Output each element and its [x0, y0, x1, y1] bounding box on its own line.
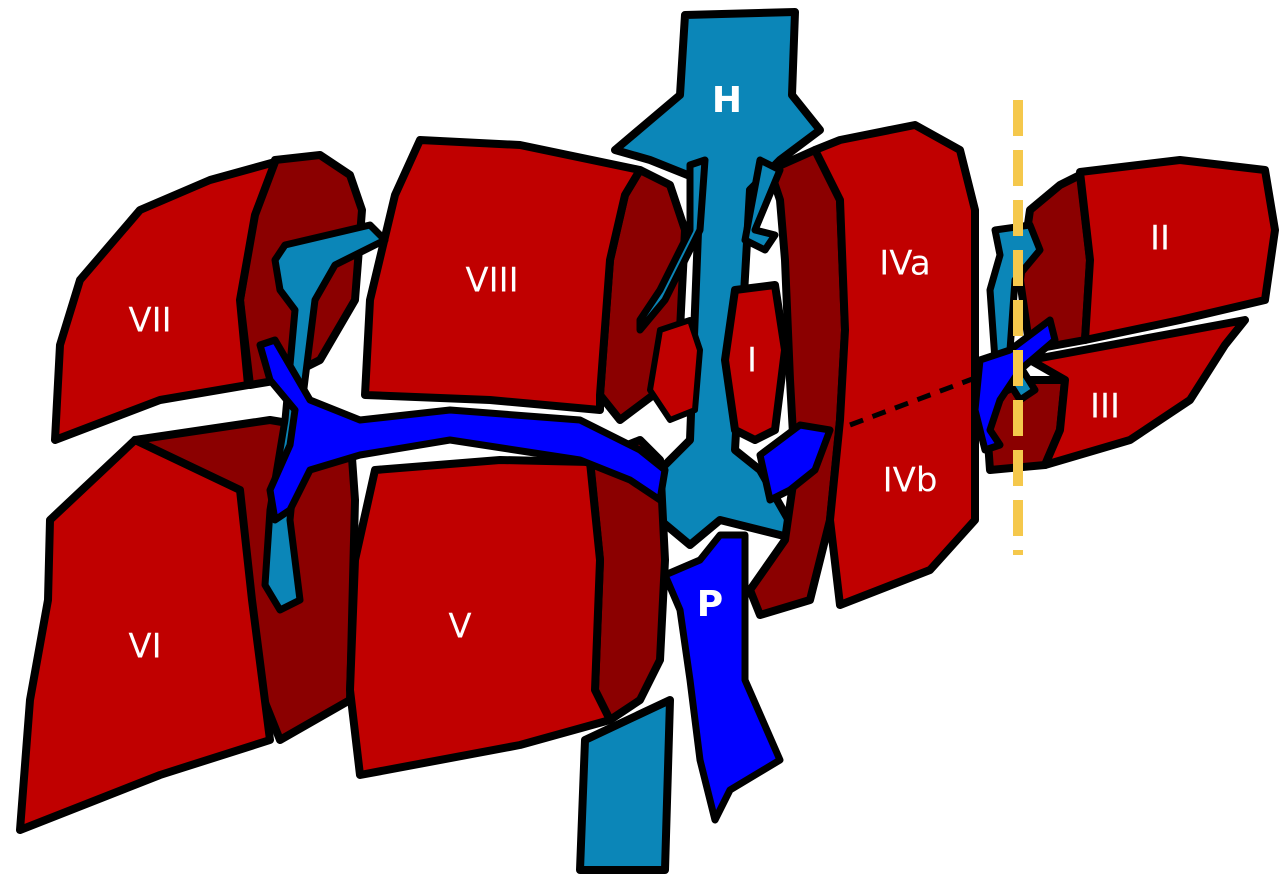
label-III: III: [1090, 387, 1120, 427]
segment-VIII: [365, 140, 685, 420]
label-VI: VI: [128, 627, 161, 667]
label-VIII: VIII: [465, 261, 518, 301]
label-V: V: [448, 607, 471, 647]
label-portal-vein: P: [697, 584, 723, 625]
label-II: II: [1150, 219, 1170, 259]
label-I: I: [747, 341, 757, 381]
label-IVa: IVa: [879, 244, 930, 284]
label-VII: VII: [128, 301, 171, 341]
label-IVb: IVb: [883, 461, 938, 501]
label-hepatic-vein: H: [712, 80, 742, 121]
